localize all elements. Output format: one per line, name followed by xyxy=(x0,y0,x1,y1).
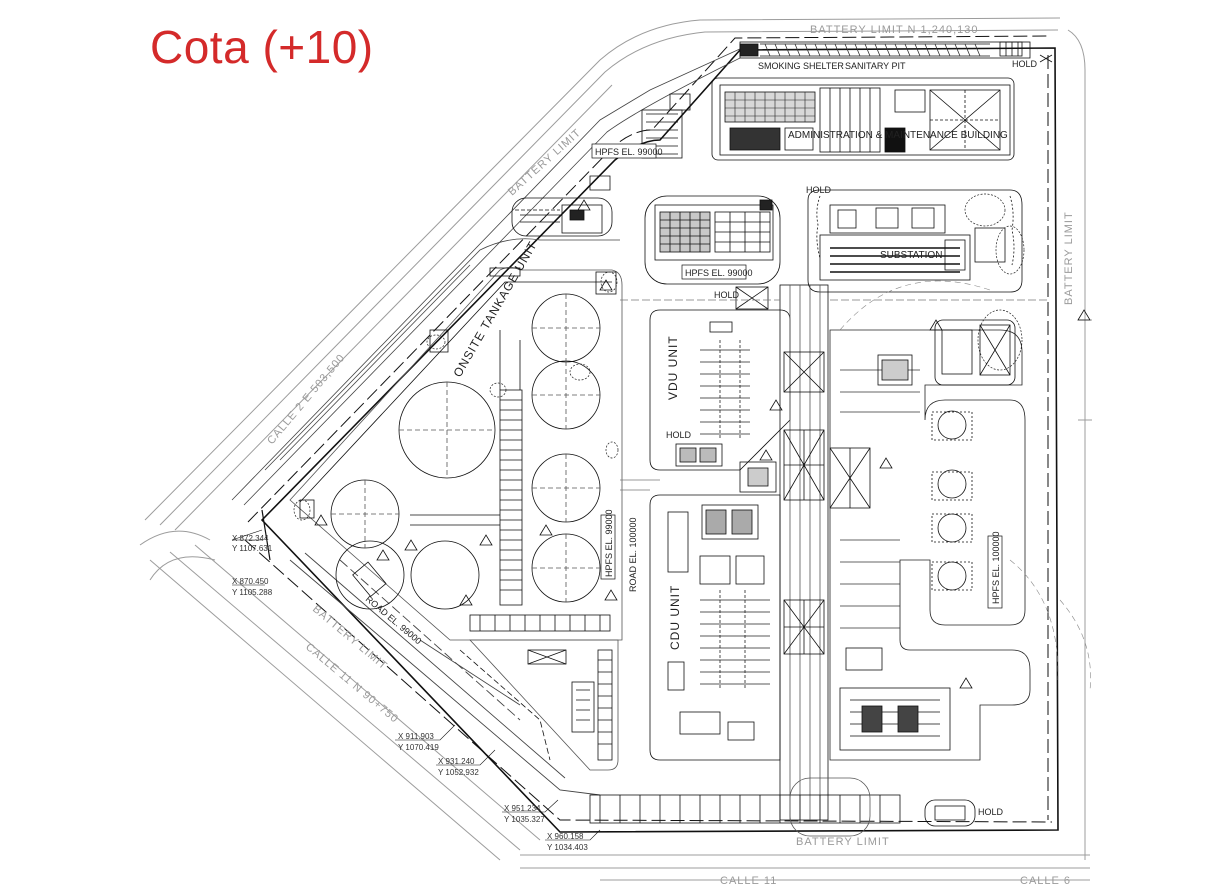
vdu-unit xyxy=(649,309,791,493)
control-building xyxy=(644,195,781,285)
hpfs-tank-road-frame xyxy=(600,514,616,580)
sw-block xyxy=(459,639,619,771)
coord-x-2: X 870.450 xyxy=(232,577,269,586)
hpfs-east-frame xyxy=(987,535,1003,609)
drawing-labels: BATTERY LIMIT N 1,240,130 BATTERY LIMIT … xyxy=(265,24,1075,884)
battery-limit-top-label: BATTERY LIMIT N 1,240,130 xyxy=(810,24,978,36)
substation xyxy=(807,189,1023,293)
cdu-unit xyxy=(649,494,781,761)
coordinate-callout: X 872.344 Y 1107.631 xyxy=(231,529,273,553)
coordinate-callout: X 870.450 Y 1105.288 xyxy=(232,577,273,597)
smoking-shelter-strip xyxy=(739,41,1053,63)
east-process-unit xyxy=(829,319,1031,761)
hold-center-label: HOLD xyxy=(714,290,740,300)
coordinate-callout: X 951.234 Y 1035.327 xyxy=(502,799,559,824)
hold-substation-label: HOLD xyxy=(806,185,832,195)
bottom-strip xyxy=(589,777,976,837)
smoking-shelter-label: SMOKING SHELTER xyxy=(758,61,844,71)
coord-x-1: X 872.344 xyxy=(232,534,269,543)
coord-y-2: Y 1105.288 xyxy=(232,588,273,597)
coordinate-callouts: X 872.344 Y 1107.631 X 870.450 Y 1105.28… xyxy=(231,529,601,852)
coord-y-6: Y 1034.403 xyxy=(547,843,588,852)
coord-y-1: Y 1107.631 xyxy=(232,544,273,553)
hpfs-center-frame xyxy=(681,264,747,280)
tankage-area xyxy=(289,267,623,641)
calle-bottom-2-label: CALLE 6 xyxy=(1020,875,1071,884)
coord-x-4: X 931.240 xyxy=(438,757,475,766)
sanitary-pit-label: SANITARY PIT xyxy=(845,61,906,71)
pipe-rack xyxy=(620,284,1050,821)
landscape-shrubs xyxy=(293,193,1025,521)
coordinate-callout: X 911.903 Y 1070.419 xyxy=(395,724,456,752)
hpfs-admin-label: HPFS EL. 99000 xyxy=(595,147,663,157)
radius-arcs xyxy=(839,280,1091,691)
sw-road xyxy=(289,552,601,796)
coord-y-4: Y 1052.932 xyxy=(438,768,479,777)
hold-topright-label: HOLD xyxy=(1012,59,1038,69)
cdu-unit-label: CDU UNIT xyxy=(668,585,682,650)
road-99000-label: ROAD EL. 99000 xyxy=(364,594,424,646)
warning-markers xyxy=(314,199,1091,689)
battery-limit-nw-label: BATTERY LIMIT xyxy=(506,127,584,199)
page-title: Cota (+10) xyxy=(150,21,374,73)
substation-label: SUBSTATION xyxy=(880,250,942,261)
hpfs-center-label: HPFS EL. 99000 xyxy=(685,268,753,278)
nw-road xyxy=(231,47,743,506)
admin-building-label: ADMINISTRATION & MAINTENANCE BUILDING xyxy=(788,130,1008,141)
calle-sw-label: CALLE 11 N 90+750 xyxy=(303,641,401,726)
battery-limit-east-label: BATTERY LIMIT xyxy=(1063,211,1075,305)
guard-house xyxy=(511,175,613,237)
hpfs-east-label: HPFS EL. 100000 xyxy=(991,531,1001,604)
coord-x-5: X 951.234 xyxy=(504,804,541,813)
coord-x-3: X 911.903 xyxy=(398,732,434,741)
street-network xyxy=(139,17,1092,881)
calle-bottom-1-label: CALLE 11 xyxy=(720,875,777,884)
hold-vdu-label: HOLD xyxy=(666,430,692,440)
road-100000-label: ROAD EL. 100000 xyxy=(628,517,638,592)
hpfs-admin-frame xyxy=(591,143,657,159)
hold-bottom-label: HOLD xyxy=(978,807,1004,817)
coord-y-5: Y 1035.327 xyxy=(504,815,545,824)
vdu-unit-label: VDU UNIT xyxy=(666,335,680,400)
coord-x-6: X 960.158 xyxy=(547,832,584,841)
coord-y-3: Y 1070.419 xyxy=(398,743,439,752)
admin-building xyxy=(641,77,1015,161)
coordinate-callout: X 960.158 Y 1034.403 xyxy=(545,829,601,852)
coordinate-callout: X 931.240 Y 1052.932 xyxy=(436,749,496,777)
battery-limit-bottom-label: BATTERY LIMIT xyxy=(796,836,890,848)
hpfs-tank-road-label: HPFS EL. 99000 xyxy=(604,509,614,577)
